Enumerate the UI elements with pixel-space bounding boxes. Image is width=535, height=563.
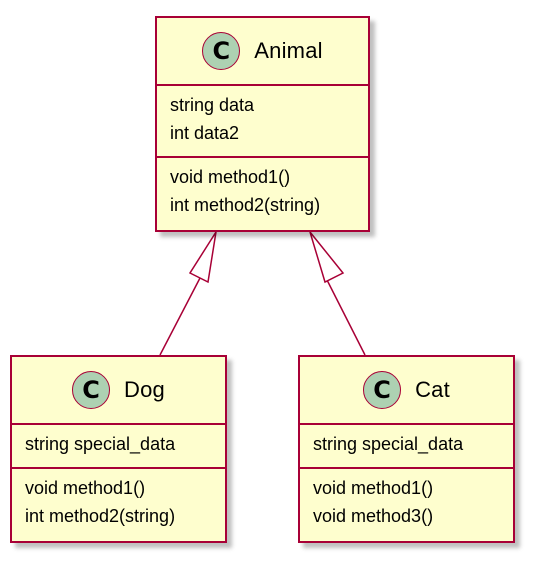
class-cat-operations: void method1() void method3()	[300, 469, 513, 541]
class-animal-attributes: string data int data2	[157, 86, 368, 158]
operation: int method2(string)	[25, 506, 176, 526]
attribute: int data2	[170, 123, 240, 143]
class-dog-header: C Dog	[12, 357, 225, 425]
class-stereotype-icon: C	[202, 32, 241, 70]
inheritance-edge-cat-animal	[325, 277, 366, 356]
operation: void method1()	[313, 478, 434, 498]
inheritance-arrowhead-cat-animal	[309, 231, 345, 284]
class-animal[interactable]: C Animal string data int data2 void meth…	[155, 16, 370, 232]
class-stereotype-icon: C	[363, 371, 402, 409]
class-animal-name: Animal	[254, 38, 323, 63]
class-animal-operations: void method1() int method2(string)	[157, 158, 368, 230]
attribute: string special_data	[25, 434, 176, 454]
operation: int method2(string)	[170, 195, 321, 215]
class-cat[interactable]: C Cat string special_data void method1()…	[298, 355, 515, 543]
class-stereotype-icon: C	[72, 371, 111, 409]
inheritance-edge-dog-animal	[159, 277, 201, 356]
operation: void method1()	[25, 478, 146, 498]
class-dog-operations: void method1() int method2(string)	[12, 469, 225, 541]
operation: void method1()	[170, 167, 291, 187]
operation: void method3()	[313, 506, 434, 526]
class-cat-name: Cat	[415, 377, 450, 402]
class-dog-attributes: string special_data	[12, 425, 225, 469]
inheritance-arrowhead-dog-animal	[188, 231, 217, 284]
class-cat-attributes: string special_data	[300, 425, 513, 469]
class-animal-header: C Animal	[157, 18, 368, 86]
class-dog[interactable]: C Dog string special_data void method1()…	[10, 355, 227, 543]
class-dog-name: Dog	[124, 377, 165, 402]
attribute: string data	[170, 95, 255, 115]
class-cat-header: C Cat	[300, 357, 513, 425]
attribute: string special_data	[313, 434, 464, 454]
